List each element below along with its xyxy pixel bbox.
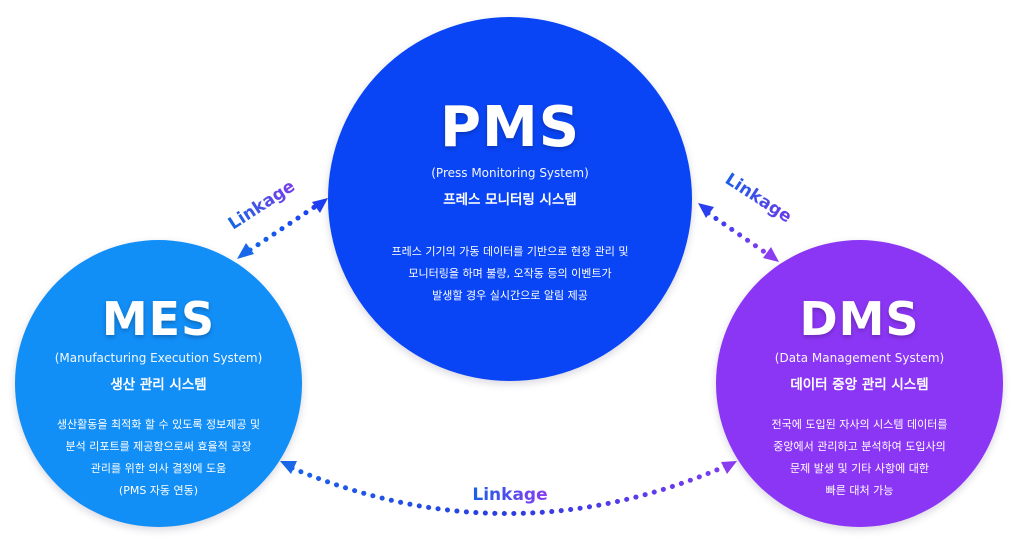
arrowhead-to-dms-icon: [763, 247, 779, 262]
link-mes-dms-label: Linkage: [472, 485, 547, 505]
dms-subtitle: (Data Management System): [774, 351, 945, 365]
arrowhead-to-mes-icon: [237, 243, 254, 259]
mes-circle: MES (Manufacturing Execution System) 생산 …: [15, 240, 302, 527]
link-pms-dms-label: Linkage: [721, 169, 795, 227]
link-mes-dms: Linkage: [280, 461, 737, 516]
arrowhead-to-pms-icon: [698, 203, 714, 218]
arrowhead-to-pms-icon: [312, 198, 328, 213]
link-mes-pms-dotted-line: [247, 203, 319, 253]
pms-description: 프레스 기기의 가동 데이터를 기반으로 현장 관리 및 모니터링을 하며 불량…: [391, 244, 629, 302]
link-pms-dms: Linkage: [698, 169, 795, 262]
dms-description: 전국에 도입된 자사의 시스템 데이터를 중앙에서 관리하고 분석하여 도입사의…: [771, 417, 948, 497]
pms-subtitle: (Press Monitoring System): [431, 166, 589, 180]
pms-title: PMS: [439, 95, 581, 160]
arrowhead-to-dms-icon: [721, 461, 737, 474]
link-mes-pms-label: Linkage: [225, 176, 299, 234]
pms-korean-name: 프레스 모니터링 시스템: [443, 192, 577, 209]
dms-circle: DMS (Data Management System) 데이터 중앙 관리 시…: [716, 240, 1003, 527]
mes-korean-name: 생산 관리 시스템: [110, 377, 207, 394]
dms-title: DMS: [799, 292, 920, 346]
arrowhead-to-mes-icon: [280, 461, 297, 474]
mes-title: MES: [101, 292, 216, 346]
mes-subtitle: (Manufacturing Execution System): [54, 351, 263, 365]
link-mes-pms: Linkage: [225, 176, 328, 259]
mes-description: 생산활동을 최적화 할 수 있도록 정보제공 및 분석 리포트를 제공함으로써 …: [56, 417, 261, 497]
link-pms-dms-dotted-line: [705, 210, 769, 256]
dms-korean-name: 데이터 중앙 관리 시스템: [790, 377, 929, 394]
pms-circle: PMS (Press Monitoring System) 프레스 모니터링 시…: [328, 17, 692, 381]
